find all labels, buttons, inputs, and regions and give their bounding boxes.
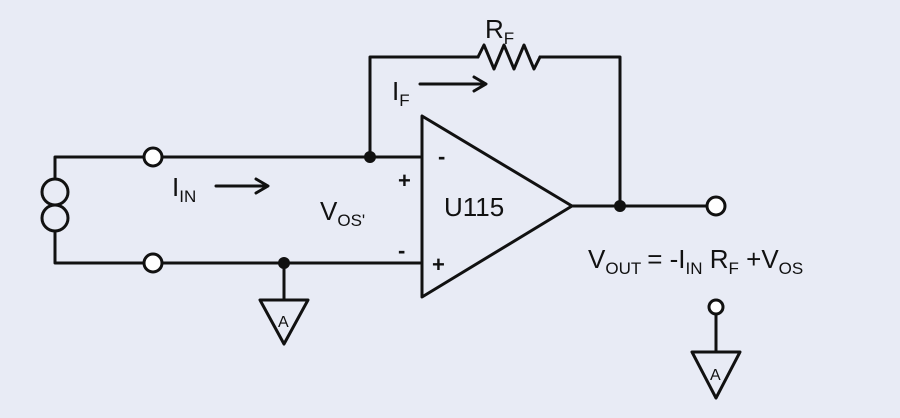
ground-label-output: A (710, 367, 721, 384)
output-equation: VOUT= -IIN RF +VOS (588, 244, 803, 278)
noninverting-input-sign: + (432, 252, 445, 277)
input-terminal-bottom (142, 252, 164, 274)
feedback-resistor-label: RF (485, 14, 514, 48)
inverting-input-sign: - (438, 144, 445, 169)
current-source-leads (53, 155, 145, 265)
offset-voltage-label: VOS' (320, 196, 365, 230)
input-current-label: IIN (172, 172, 196, 206)
feedback-current-label: IF (392, 76, 410, 110)
current-source (40, 177, 70, 233)
ground-symbol-output (690, 298, 742, 400)
feedback-wire-right (538, 55, 622, 208)
feedback-wire-left (368, 55, 480, 159)
feedback-resistor (476, 43, 542, 71)
opamp-triangle (420, 114, 574, 299)
output-terminal (705, 195, 727, 217)
junction-dot-inverting (364, 151, 376, 163)
feedback-current-arrow (418, 75, 488, 93)
input-terminal-top (142, 146, 164, 168)
ground-symbol-input (258, 261, 310, 346)
offset-minus-sign: - (398, 238, 405, 263)
offset-plus-sign: + (398, 168, 411, 193)
opamp-label: U115 (444, 192, 504, 222)
input-current-arrow (214, 177, 270, 195)
ground-label-input: A (278, 314, 289, 331)
